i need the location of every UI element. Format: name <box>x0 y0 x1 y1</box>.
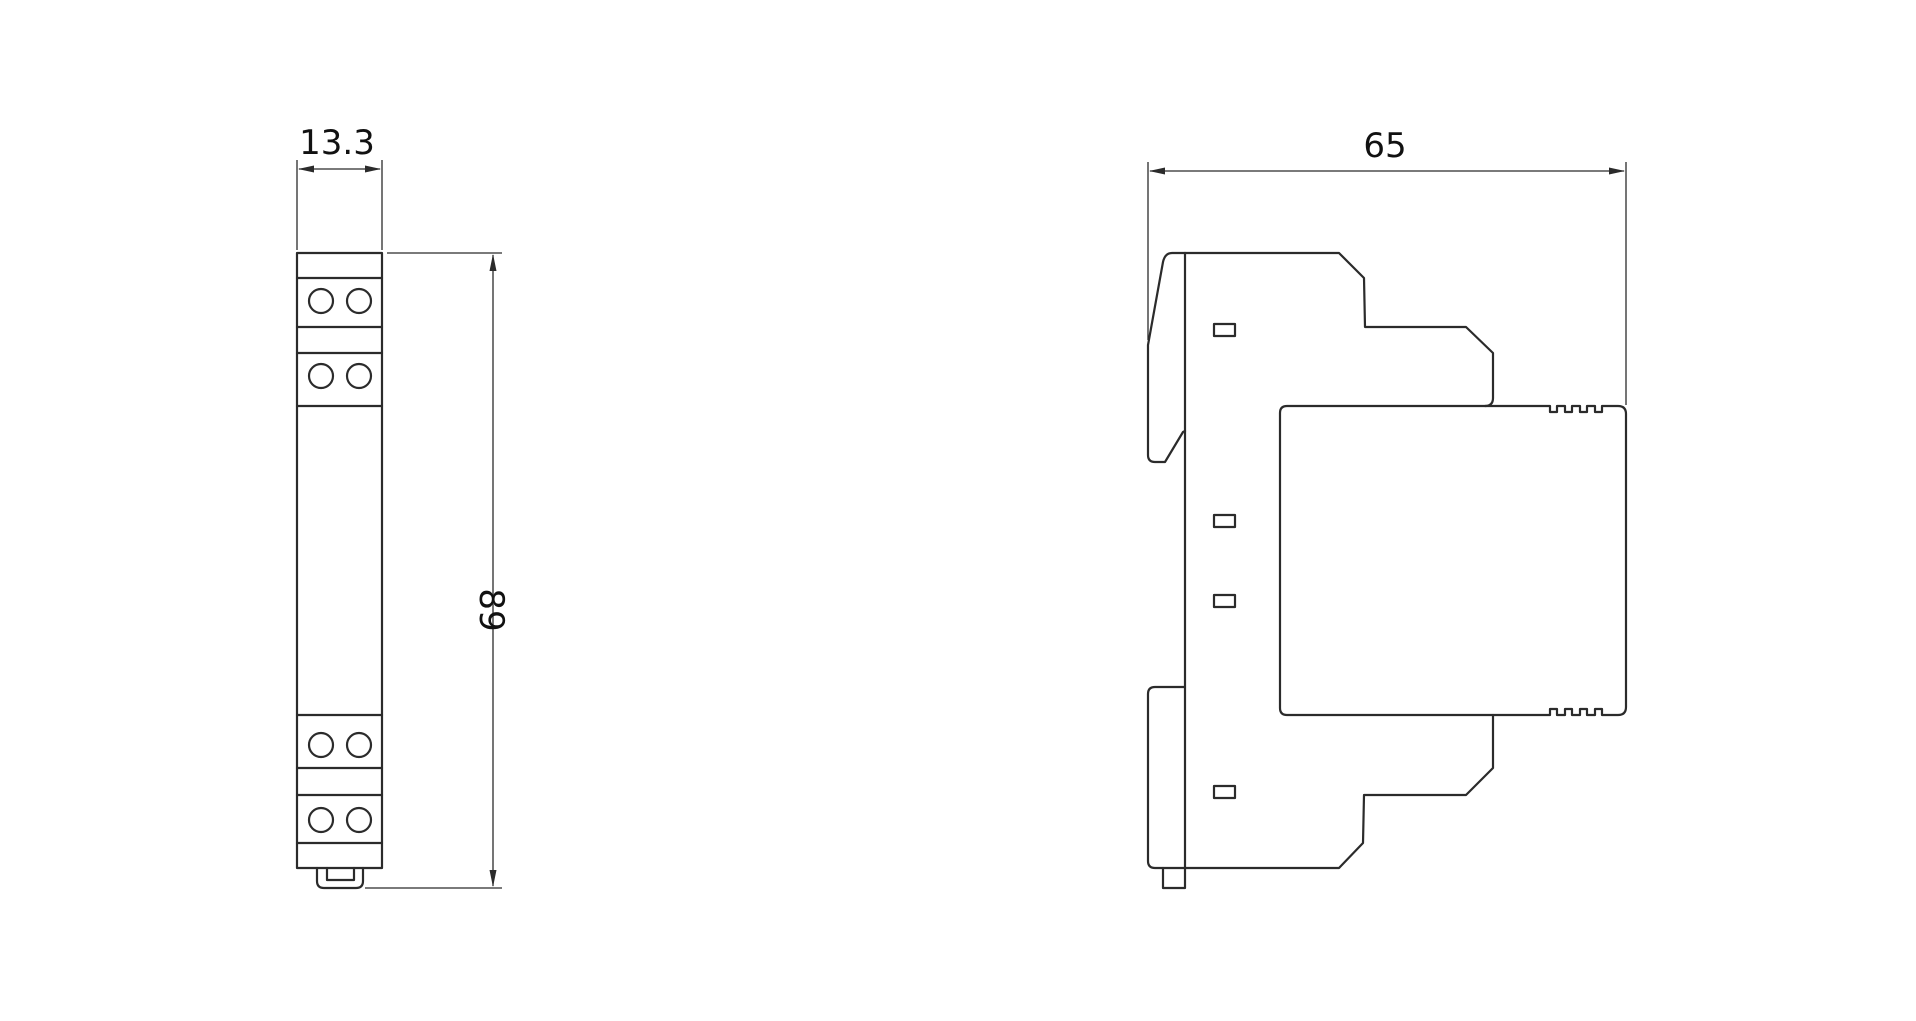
front-view: 13.3 <box>295 123 511 890</box>
depth-label: 65 <box>1363 126 1406 166</box>
front-cover <box>1278 404 1628 717</box>
screw-icon <box>307 287 335 315</box>
terminal-block-4 <box>307 806 373 834</box>
housing-outline <box>1183 251 1495 870</box>
side-view: 65 <box>1146 126 1628 890</box>
height-dimension: 89 <box>365 252 511 889</box>
depth-dimension: 65 <box>1147 126 1627 405</box>
width-dimension: 13.3 <box>296 123 383 250</box>
screw-icon <box>345 731 373 759</box>
lower-rail-hook <box>1146 685 1187 870</box>
terminal-block-1 <box>307 287 373 315</box>
screw-icon <box>345 362 373 390</box>
screw-icon <box>345 806 373 834</box>
upper-rail-hook <box>1146 251 1187 464</box>
height-label: 89 <box>471 588 511 631</box>
screw-icon <box>307 806 335 834</box>
screw-icon <box>307 731 335 759</box>
slot-icon <box>1212 784 1237 800</box>
slot-icon <box>1212 513 1237 529</box>
screw-icon <box>345 287 373 315</box>
terminal-block-2 <box>307 362 373 390</box>
slot-icon <box>1212 322 1237 338</box>
bottom-tab <box>1161 866 1187 890</box>
terminal-block-3 <box>307 731 373 759</box>
module-body <box>295 251 384 870</box>
width-label: 13.3 <box>299 123 375 163</box>
din-clip <box>315 866 365 890</box>
screw-icon <box>307 362 335 390</box>
slot-icon <box>1212 593 1237 609</box>
